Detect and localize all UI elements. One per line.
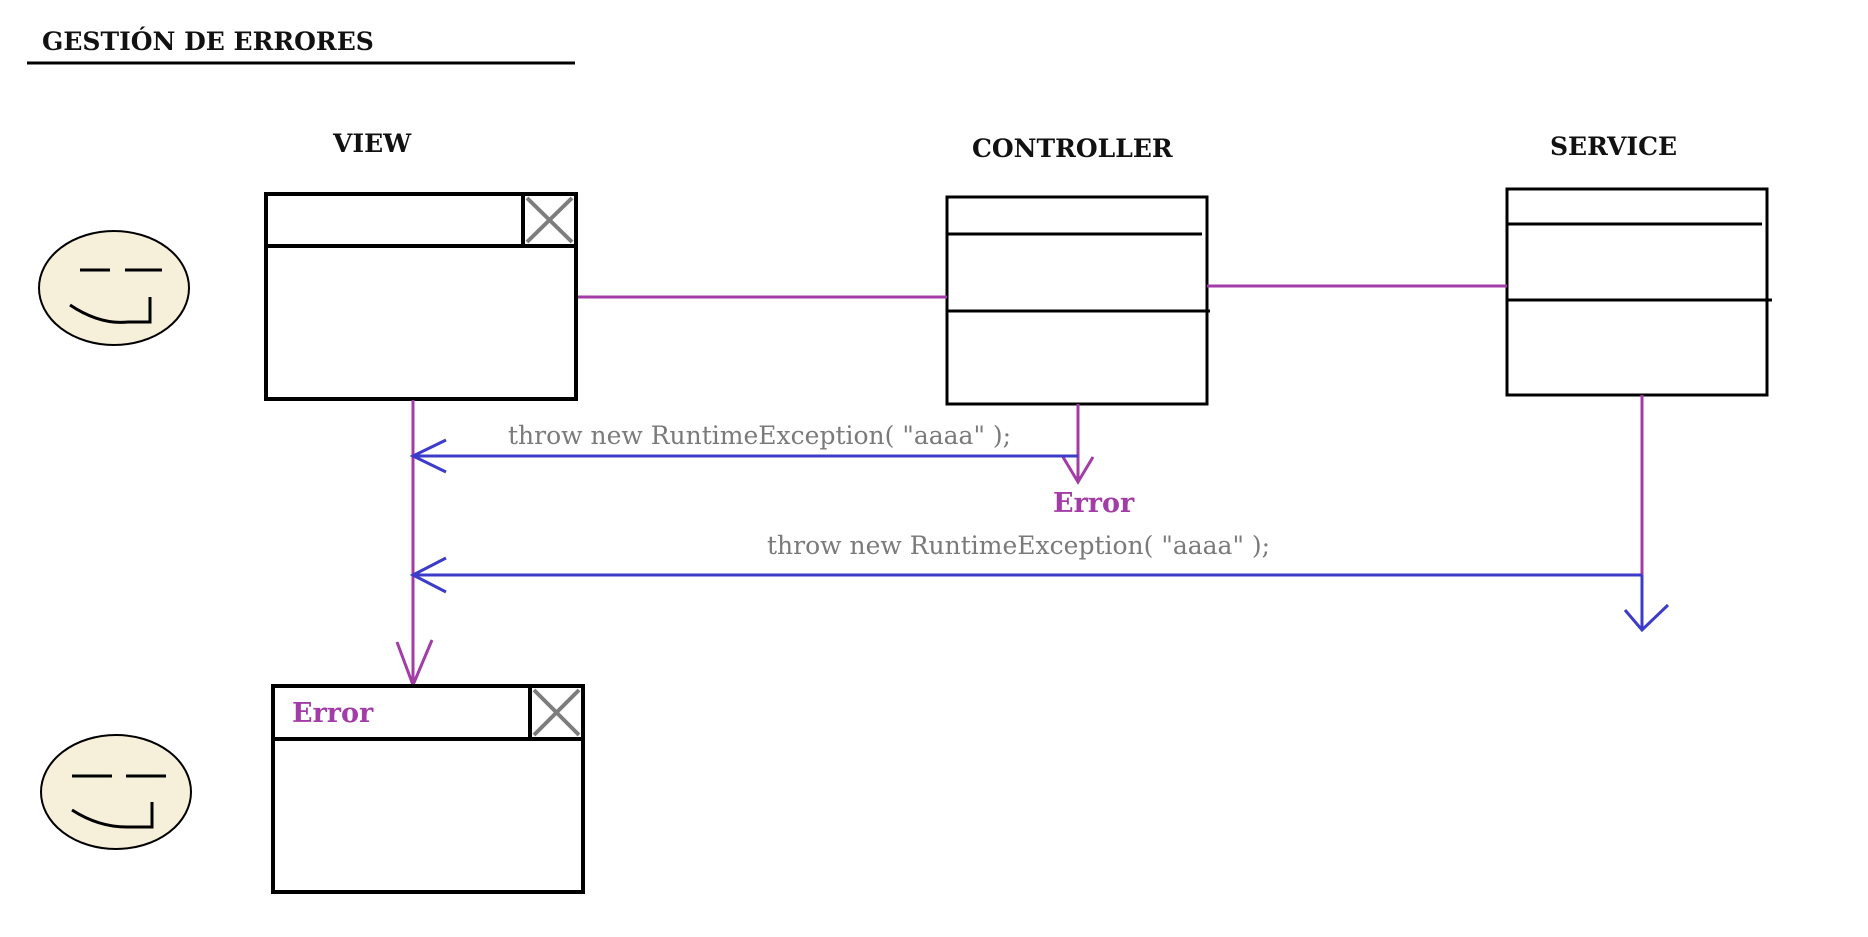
controller-error-arrow xyxy=(1061,404,1095,485)
controller-label: CONTROLLER xyxy=(972,134,1173,163)
service-label: SERVICE xyxy=(1550,132,1677,161)
controller-error-label: Error xyxy=(1053,488,1135,519)
view-window xyxy=(264,192,578,401)
close-icon xyxy=(521,192,578,248)
service-box xyxy=(1505,187,1772,397)
user-face-icon xyxy=(38,230,190,346)
service-exception-message: throw new RuntimeException( "aaaa" ); xyxy=(767,531,1270,560)
error-window: Error xyxy=(271,684,585,894)
error-window-title: Error xyxy=(292,698,374,729)
close-icon xyxy=(528,684,585,741)
controller-exception-arrow xyxy=(409,438,1078,474)
view-label: VIEW xyxy=(332,129,412,158)
diagram-title: GESTIÓN DE ERRORES xyxy=(42,27,374,56)
controller-box xyxy=(945,195,1210,406)
user-face-icon xyxy=(40,734,192,850)
view-to-error-arrow xyxy=(395,400,434,690)
service-exception-arrow xyxy=(409,556,1670,633)
controller-exception-message: throw new RuntimeException( "aaaa" ); xyxy=(508,421,1011,450)
